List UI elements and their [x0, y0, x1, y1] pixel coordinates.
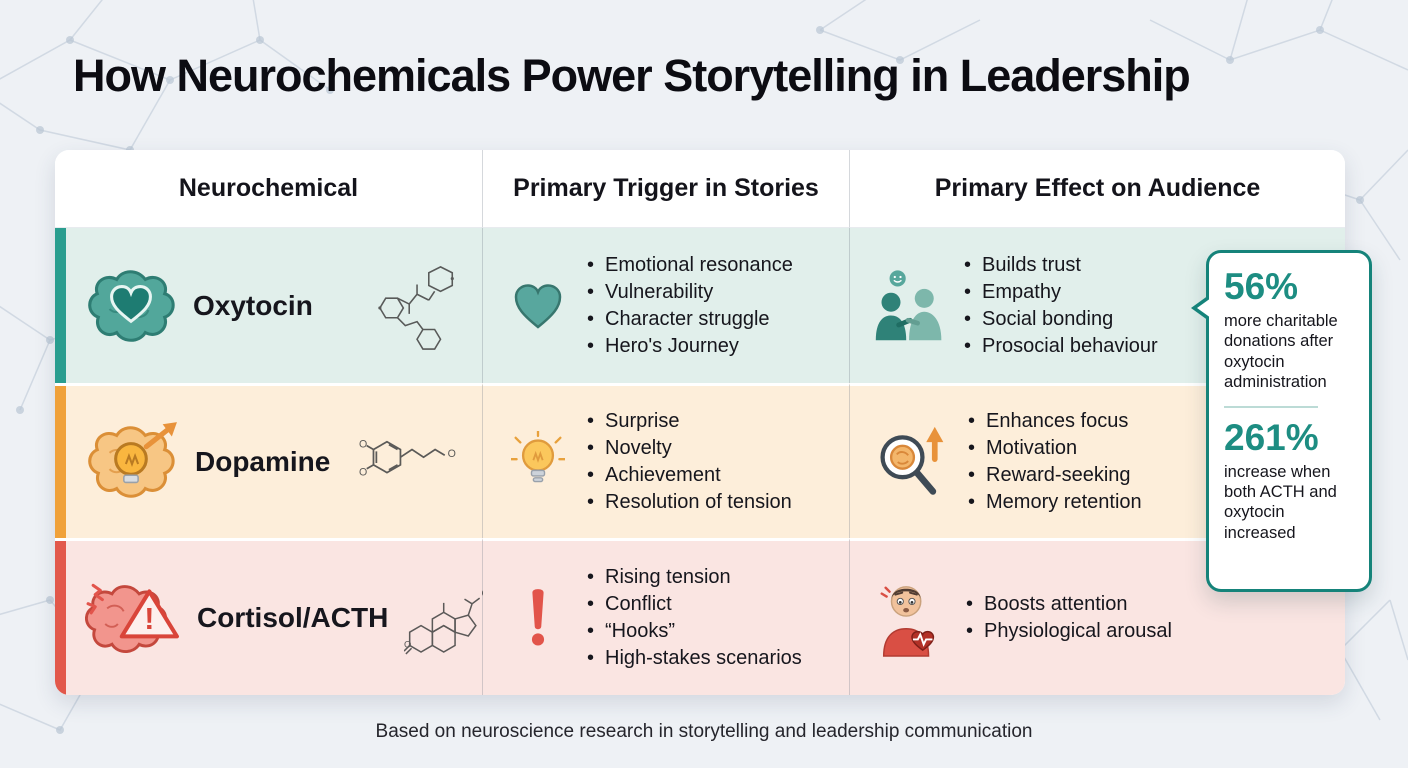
stressed-person-icon: [872, 578, 950, 658]
list-item: Novelty: [587, 435, 792, 462]
list-item: Vulnerability: [587, 279, 793, 306]
callout-divider: [1224, 405, 1318, 408]
table-row-dopamine-trigger-cell: Surprise Novelty Achievement Resolution …: [483, 383, 850, 538]
list-item: Physiological arousal: [966, 618, 1172, 645]
brain-lightbulb-icon: [85, 422, 179, 502]
list-item: Empathy: [964, 279, 1158, 306]
page-title: How Neurochemicals Power Storytelling in…: [73, 50, 1191, 101]
cortisol-trigger-list: Rising tension Conflict “Hooks” High-sta…: [587, 564, 802, 672]
list-item: Builds trust: [964, 252, 1158, 279]
dopamine-trigger-list: Surprise Novelty Achievement Resolution …: [587, 408, 792, 516]
list-item: Conflict: [587, 591, 802, 618]
footer-note: Based on neuroscience research in storyt…: [375, 721, 1033, 742]
lightbulb-icon: [505, 431, 571, 493]
dopamine-molecule-icon: O O O: [358, 436, 466, 488]
list-item: Prosocial behaviour: [964, 333, 1158, 360]
svg-text:O: O: [359, 439, 367, 451]
list-item: Rising tension: [587, 564, 802, 591]
statistics-callout: 56% more charitable donations after oxyt…: [1191, 250, 1372, 592]
neurochemical-name-oxytocin: Oxytocin: [193, 289, 313, 321]
list-item: Hero's Journey: [587, 333, 793, 360]
svg-text:O: O: [359, 466, 367, 478]
table-row-dopamine-name-cell: Dopamine O O O: [55, 383, 483, 538]
svg-text:!: !: [144, 602, 154, 636]
list-item: Resolution of tension: [587, 489, 792, 516]
list-item: Memory retention: [968, 489, 1142, 516]
neurochemical-name-cortisol: Cortisol/ACTH: [197, 602, 389, 633]
list-item: Social bonding: [964, 306, 1158, 333]
heart-icon: [505, 281, 571, 331]
list-item: High-stakes scenarios: [587, 645, 802, 672]
list-item: Boosts attention: [966, 591, 1172, 618]
svg-text:O: O: [448, 448, 456, 460]
svg-text:O: O: [404, 639, 411, 650]
stat-value-acth: 261%: [1224, 416, 1319, 458]
column-header-neurochemical: Neurochemical: [55, 150, 483, 228]
list-item: Character struggle: [587, 306, 793, 333]
list-item: Reward-seeking: [968, 462, 1142, 489]
oxytocin-trigger-list: Emotional resonance Vulnerability Charac…: [587, 252, 793, 360]
neurochemical-name-dopamine: Dopamine: [195, 446, 331, 477]
oxytocin-accent-bar: [55, 228, 66, 383]
table-row-oxytocin-trigger-cell: Emotional resonance Vulnerability Charac…: [483, 228, 850, 383]
list-item: Achievement: [587, 462, 792, 489]
dopamine-accent-bar: [55, 386, 66, 538]
dopamine-effect-list: Enhances focus Motivation Reward-seeking…: [968, 408, 1142, 516]
column-header-trigger: Primary Trigger in Stories: [483, 150, 850, 228]
exclamation-icon: [505, 587, 571, 649]
stat-text-acth: increase when both ACTH and oxytocin inc…: [1224, 462, 1337, 542]
stat-value-oxytocin: 56%: [1224, 266, 1299, 307]
oxytocin-molecule-icon: [372, 261, 466, 351]
list-item: Surprise: [587, 408, 792, 435]
neurochemical-table: Neurochemical Primary Trigger in Stories…: [55, 150, 1345, 695]
magnifier-brain-icon: [872, 425, 952, 499]
column-header-effect: Primary Effect on Audience: [850, 150, 1345, 228]
brain-heart-icon: [85, 266, 177, 346]
stat-text-oxytocin: more charitable donations after oxytocin…: [1224, 311, 1338, 392]
list-item: Motivation: [968, 435, 1142, 462]
list-item: Emotional resonance: [587, 252, 793, 279]
list-item: Enhances focus: [968, 408, 1142, 435]
cortisol-effect-list: Boosts attention Physiological arousal: [966, 591, 1172, 645]
list-item: “Hooks”: [587, 618, 802, 645]
cortisol-accent-bar: [55, 541, 66, 695]
brain-alert-icon: !: [85, 577, 181, 659]
people-trust-icon: [872, 267, 948, 345]
oxytocin-effect-list: Builds trust Empathy Social bonding Pros…: [964, 252, 1158, 360]
table-row-cortisol-name-cell: ! Cortisol/ACTH O OH: [55, 538, 497, 695]
table-row-cortisol-trigger-cell: Rising tension Conflict “Hooks” High-sta…: [483, 538, 850, 695]
table-row-oxytocin-name-cell: Oxytocin: [55, 228, 483, 383]
